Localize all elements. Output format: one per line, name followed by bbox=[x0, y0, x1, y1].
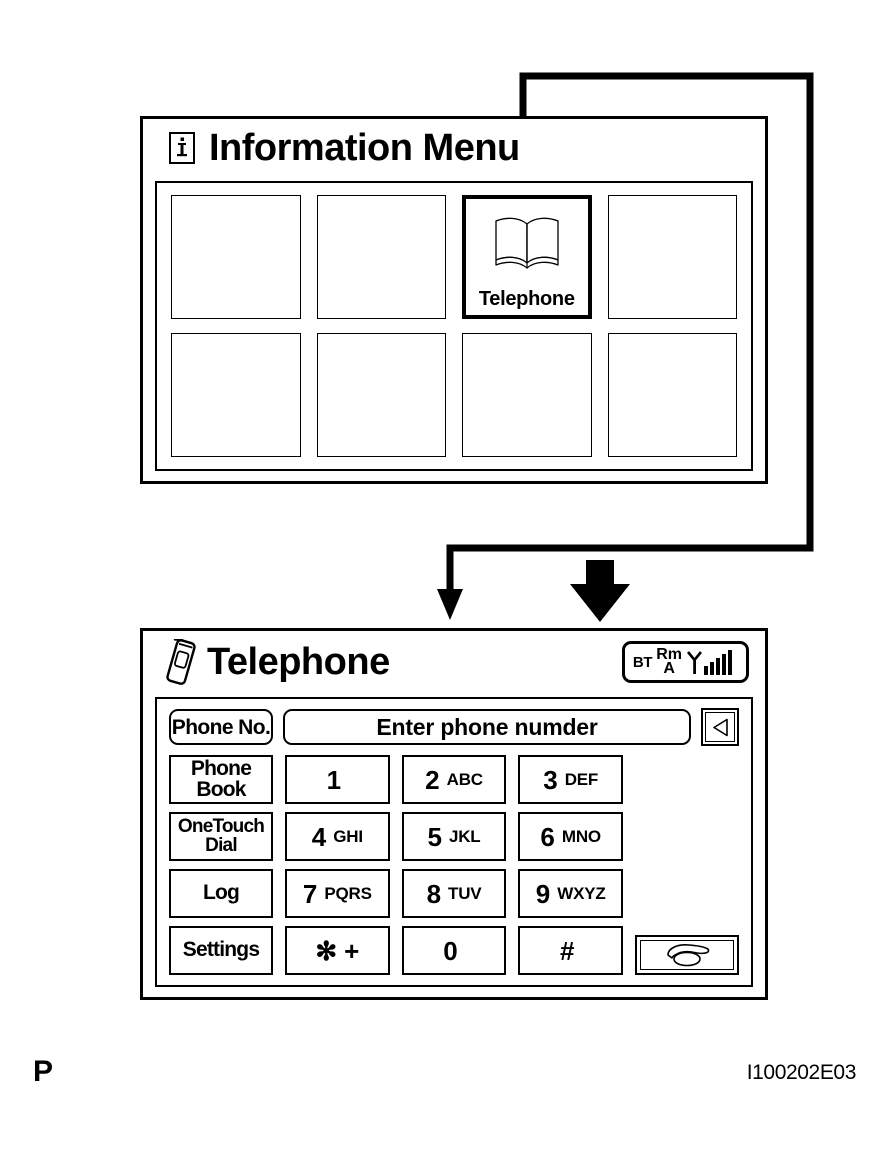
information-menu-grid-frame: Telephone bbox=[155, 181, 753, 471]
phone-number-display[interactable]: Enter phone numder bbox=[283, 709, 691, 745]
back-triangle-icon bbox=[705, 712, 735, 742]
roaming-indicator: Rm A bbox=[656, 645, 682, 677]
key-letters: JKL bbox=[448, 827, 481, 846]
signal-strength-indicator bbox=[686, 649, 738, 675]
bluetooth-indicator: BT bbox=[632, 653, 653, 671]
telephone-body: Phone No. Enter phone numder Phone Book … bbox=[155, 697, 753, 987]
key-digit: 3 bbox=[543, 764, 558, 795]
key-plus: + bbox=[344, 935, 360, 966]
key-1[interactable]: 1 bbox=[285, 755, 390, 804]
key-star[interactable]: ✻ + bbox=[285, 926, 390, 975]
key-0[interactable]: 0 bbox=[401, 926, 507, 975]
mobile-phone-icon bbox=[163, 638, 199, 685]
key-digit: 8 bbox=[426, 878, 442, 909]
log-button[interactable]: Log bbox=[169, 869, 273, 918]
menu-cell-4[interactable] bbox=[607, 195, 737, 319]
page-marker: P bbox=[33, 1055, 54, 1088]
keypad-row: 7 PQRS 8 TUV 9 WXYZ bbox=[285, 869, 624, 918]
key-5[interactable]: 5 JKL bbox=[401, 812, 507, 861]
key-digit: 6 bbox=[540, 821, 555, 852]
key-digit: 2 bbox=[425, 764, 440, 795]
key-letters: TUV bbox=[448, 884, 482, 903]
phone-number-row: Phone No. Enter phone numder bbox=[169, 708, 739, 746]
telephone-screen: Telephone BT Rm A bbox=[140, 628, 768, 1000]
back-button[interactable] bbox=[701, 708, 739, 746]
telephone-side-buttons: Phone Book OneTouch Dial Log Settings bbox=[169, 755, 273, 975]
settings-button[interactable]: Settings bbox=[169, 926, 273, 975]
roaming-bottom-label: A bbox=[663, 660, 675, 677]
menu-cell-1[interactable] bbox=[171, 195, 301, 319]
menu-cell-label: Telephone bbox=[478, 288, 575, 310]
onetouch-dial-button[interactable]: OneTouch Dial bbox=[169, 812, 273, 861]
key-7[interactable]: 7 PQRS bbox=[285, 869, 390, 918]
menu-cell-7[interactable] bbox=[462, 333, 592, 457]
signal-bars-icon bbox=[704, 650, 732, 675]
key-2[interactable]: 2 ABC bbox=[401, 755, 507, 804]
key-digit: ✻ bbox=[315, 935, 338, 966]
menu-cell-8[interactable] bbox=[607, 333, 737, 457]
key-digit: 9 bbox=[535, 878, 551, 909]
key-letters: GHI bbox=[333, 827, 363, 846]
key-4[interactable]: 4 GHI bbox=[285, 812, 390, 861]
key-3[interactable]: 3 DEF bbox=[518, 755, 624, 804]
key-letters: ABC bbox=[446, 770, 483, 789]
information-menu-screen: Information Menu bbox=[140, 116, 768, 484]
keypad-row: 1 2 ABC 3 DEF bbox=[285, 755, 624, 804]
menu-cell-6[interactable] bbox=[316, 333, 446, 457]
information-menu-header: Information Menu bbox=[143, 119, 765, 177]
keypad: 1 2 ABC 3 DEF bbox=[285, 755, 624, 975]
keypad-row: 4 GHI 5 JKL 6 MNO bbox=[285, 812, 624, 861]
key-letters: MNO bbox=[561, 827, 601, 846]
key-digit: 5 bbox=[427, 821, 442, 852]
page-title: Telephone bbox=[207, 641, 390, 683]
open-book-icon bbox=[466, 199, 588, 289]
info-i-icon bbox=[169, 132, 195, 164]
key-digit: 7 bbox=[302, 878, 318, 909]
key-digit: 0 bbox=[443, 935, 458, 966]
key-hash[interactable]: # bbox=[518, 926, 624, 975]
handset-icon bbox=[640, 940, 734, 970]
menu-cell-5[interactable] bbox=[171, 333, 301, 457]
key-digit: 4 bbox=[311, 821, 327, 852]
phone-book-button[interactable]: Phone Book bbox=[169, 755, 273, 804]
key-digit: # bbox=[559, 935, 575, 966]
call-button-column bbox=[635, 755, 739, 975]
telephone-keys-area: Phone Book OneTouch Dial Log Settings 1 … bbox=[169, 755, 739, 975]
menu-cell-telephone[interactable]: Telephone bbox=[462, 195, 592, 319]
key-letters: WXYZ bbox=[557, 884, 606, 903]
telephone-header: Telephone BT Rm A bbox=[143, 631, 765, 693]
keypad-row: ✻ + 0 # bbox=[285, 926, 624, 975]
key-8[interactable]: 8 TUV bbox=[401, 869, 507, 918]
key-letters: PQRS bbox=[324, 884, 372, 903]
page-title: Information Menu bbox=[209, 127, 520, 169]
key-digit: 1 bbox=[326, 764, 342, 795]
antenna-icon bbox=[686, 651, 703, 674]
roaming-top-label: Rm bbox=[656, 645, 682, 663]
figure-reference-code: I100202E03 bbox=[746, 1061, 857, 1084]
key-6[interactable]: 6 MNO bbox=[518, 812, 624, 861]
menu-grid: Telephone bbox=[171, 195, 737, 457]
phone-no-button[interactable]: Phone No. bbox=[169, 709, 273, 745]
menu-cell-2[interactable] bbox=[316, 195, 446, 319]
status-badge: BT Rm A bbox=[621, 641, 749, 683]
call-button[interactable] bbox=[635, 935, 739, 975]
key-letters: DEF bbox=[564, 770, 599, 789]
key-9[interactable]: 9 WXYZ bbox=[518, 869, 624, 918]
